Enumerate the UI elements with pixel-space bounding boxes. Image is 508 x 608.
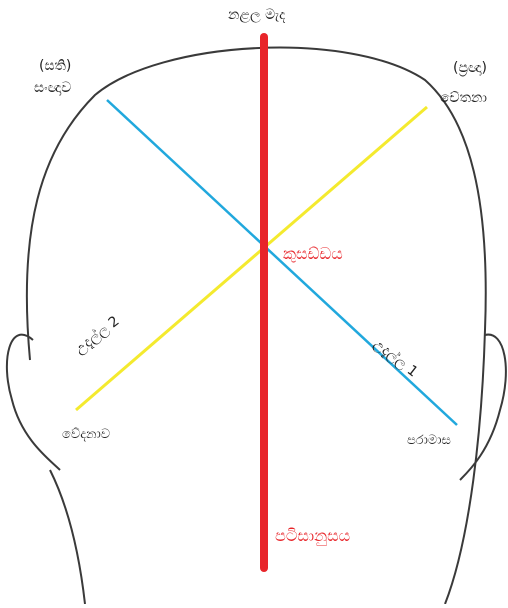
label-bottom-left: වේදනාව	[62, 427, 110, 442]
label-top-center: නළල මැද	[228, 7, 285, 23]
left-ear	[7, 335, 60, 470]
right-ear	[460, 335, 506, 480]
label-top-right-paren: (ප්‍රඥා)	[453, 60, 487, 76]
label-top-left: සංඥාව	[34, 80, 71, 96]
label-center: කුසඩ්ඩය	[283, 244, 343, 264]
label-top-right: චේතනා	[440, 90, 487, 106]
label-bottom-right: පරාමාස	[407, 433, 451, 448]
label-bottom-center: පටිසානුසය	[275, 526, 350, 546]
yellow-diagonal-line	[76, 107, 427, 410]
blue-diagonal-line	[107, 100, 457, 425]
neck-left	[50, 470, 85, 604]
label-top-left-paren: (සති)	[39, 58, 71, 74]
